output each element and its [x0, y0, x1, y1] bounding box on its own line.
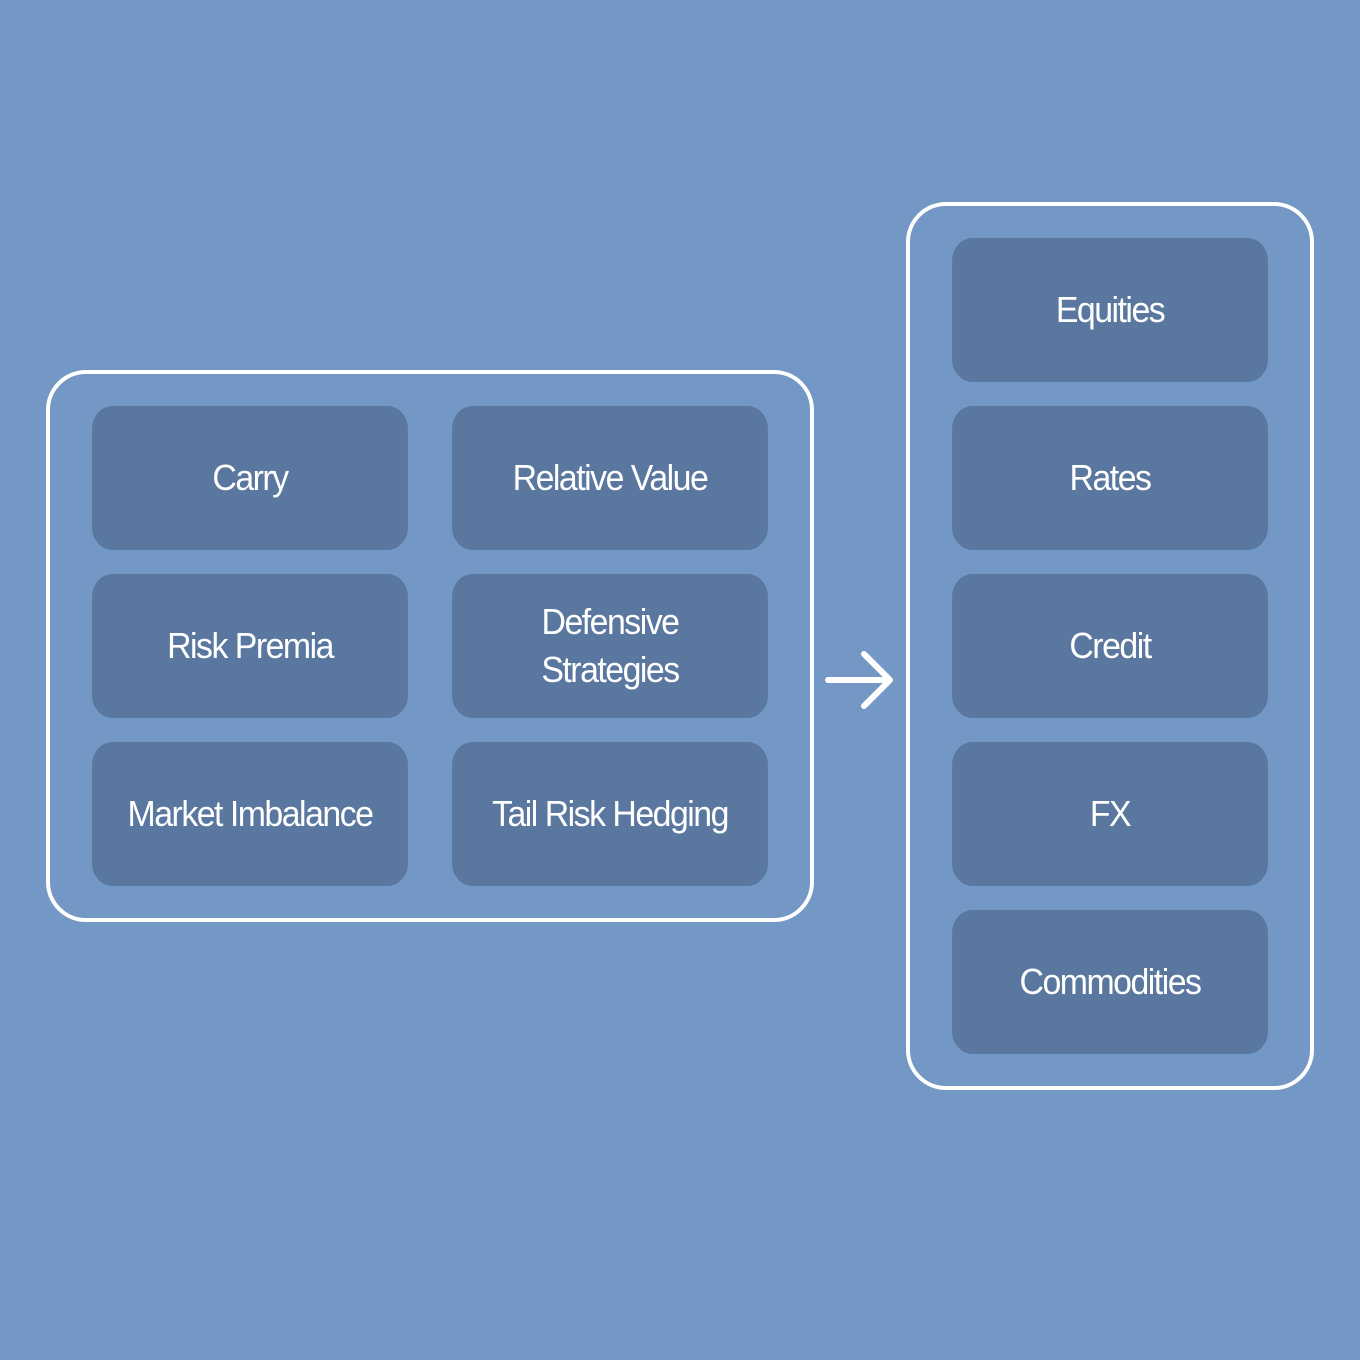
asset-label: FX: [1089, 793, 1132, 834]
asset-label: Credit: [1069, 625, 1152, 666]
asset-box-fx: FX: [952, 742, 1268, 886]
strategy-box-risk-premia: Risk Premia: [92, 574, 408, 718]
asset-box-rates: Rates: [952, 406, 1268, 550]
strategy-box-carry: Carry: [92, 406, 408, 550]
strategy-box-relative-value: Relative Value: [452, 406, 768, 550]
asset-classes-group: [906, 202, 1314, 1090]
strategy-label: Tail Risk Hedging: [492, 793, 729, 834]
strategy-box-market-imbalance: Market Imbalance: [92, 742, 408, 886]
asset-label: Equities: [1055, 289, 1166, 330]
asset-box-commodities: Commodities: [952, 910, 1268, 1054]
strategy-box-tail-risk-hedging: Tail Risk Hedging: [452, 742, 768, 886]
arrow-right-icon: [825, 651, 893, 709]
asset-label: Commodities: [1019, 961, 1202, 1002]
strategy-box-defensive-strategies: Defensive Strategies: [452, 574, 768, 718]
strategy-label: Relative Value: [512, 457, 709, 498]
strategy-label: Defensive Strategies: [541, 601, 680, 690]
strategies-group: [46, 370, 814, 922]
strategy-label: Carry: [212, 457, 289, 498]
asset-box-credit: Credit: [952, 574, 1268, 718]
asset-label: Rates: [1069, 457, 1152, 498]
strategy-label: Market Imbalance: [127, 793, 374, 834]
strategy-label: Risk Premia: [167, 625, 334, 666]
asset-box-equities: Equities: [952, 238, 1268, 382]
